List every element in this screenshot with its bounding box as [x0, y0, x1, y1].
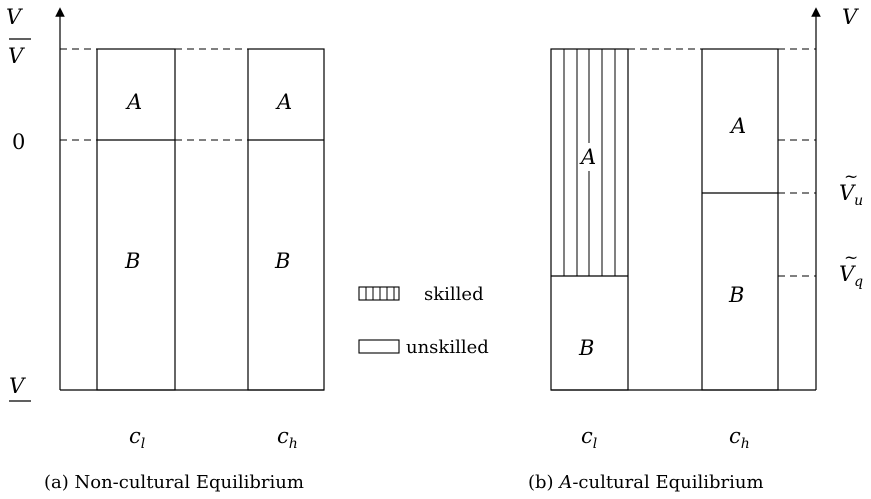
- panel-b-tick-vu-tilde: ~: [844, 167, 858, 187]
- panel-a-bar-cl-region-b: B: [124, 249, 140, 273]
- legend: skilled unskilled: [358, 284, 489, 358]
- panel-a-tick-vunder: V: [9, 374, 26, 398]
- panel-b-caption-italic: A: [557, 472, 572, 493]
- panel-a-xlabel-ch: ch: [277, 424, 298, 452]
- panel-a: V V 0 V A B A B cl ch: [6, 5, 325, 493]
- panel-a-tick-vbar: V: [8, 44, 25, 68]
- panel-a-bar-cl-outline: [96, 48, 176, 391]
- legend-unskilled-label: unskilled: [406, 337, 489, 358]
- svg-text:Vu: Vu: [839, 181, 863, 209]
- panel-b-tick-vu: ~ Vu: [839, 167, 863, 209]
- panel-b-axis-label-v: V: [842, 5, 859, 29]
- panel-a-bar-ch-region-b: B: [274, 249, 290, 273]
- panel-b-bar-cl-region-b: B: [578, 336, 594, 360]
- panel-b-bar-ch-region-b: B: [728, 283, 744, 307]
- panel-b-tick-vq: ~ Vq: [839, 248, 863, 290]
- svg-text:Vq: Vq: [839, 262, 863, 290]
- panel-b-tick-vq-main: V: [839, 262, 856, 286]
- panel-b-xlabel-cl-main: c: [581, 424, 593, 448]
- panel-b-xlabel-cl-sub: l: [593, 436, 597, 452]
- panel-b-bar-cl-region-a: A: [579, 145, 596, 169]
- panel-b-bar-ch-outline: [701, 48, 779, 391]
- legend-unskilled-swatch: [358, 339, 400, 354]
- panel-a-axis-label-v: V: [6, 5, 23, 29]
- panel-b-xlabel-ch: ch: [729, 424, 750, 452]
- panel-b-bar-ch-region-a: A: [729, 114, 746, 138]
- panel-a-xlabel-ch-sub: h: [289, 436, 298, 452]
- panel-b-caption-label: (b): [528, 472, 554, 493]
- panel-b-caption-rest: -cultural Equilibrium: [572, 472, 763, 493]
- panel-b-bar-cl: A B: [550, 48, 629, 391]
- panel-a-xlabel-cl-main: c: [129, 424, 141, 448]
- panel-a-bar-ch-outline: [247, 48, 325, 391]
- panel-b-tick-vu-sub: u: [854, 193, 863, 209]
- panel-a-xlabel-ch-main: c: [277, 424, 289, 448]
- panel-b-tick-vq-sub: q: [854, 274, 863, 290]
- panel-b-tick-vu-main: V: [839, 181, 856, 205]
- panel-a-bar-ch: A B: [247, 48, 325, 391]
- panel-a-bar-ch-region-a: A: [275, 90, 292, 114]
- panel-b-xlabel-ch-sub: h: [741, 436, 750, 452]
- panel-a-tick-zero: 0: [12, 130, 25, 154]
- panel-a-bar-cl: A B: [96, 48, 176, 391]
- panel-a-xlabel-cl-sub: l: [141, 436, 145, 452]
- panel-b-xlabel-cl: cl: [581, 424, 597, 452]
- panel-b: V ~ Vu ~ Vq: [528, 5, 863, 493]
- legend-skilled-label: skilled: [424, 284, 484, 305]
- panel-b-xlabel-ch-main: c: [729, 424, 741, 448]
- panel-a-bar-cl-region-a: A: [125, 90, 142, 114]
- panel-b-bar-ch: A B: [701, 48, 779, 391]
- panel-a-xlabel-cl: cl: [129, 424, 145, 452]
- legend-skilled-swatch: [358, 286, 400, 301]
- panel-a-caption: (a) Non-cultural Equilibrium: [44, 472, 304, 493]
- panel-b-caption: (b) A-cultural Equilibrium: [528, 472, 764, 493]
- panel-b-tick-vq-tilde: ~: [844, 248, 858, 268]
